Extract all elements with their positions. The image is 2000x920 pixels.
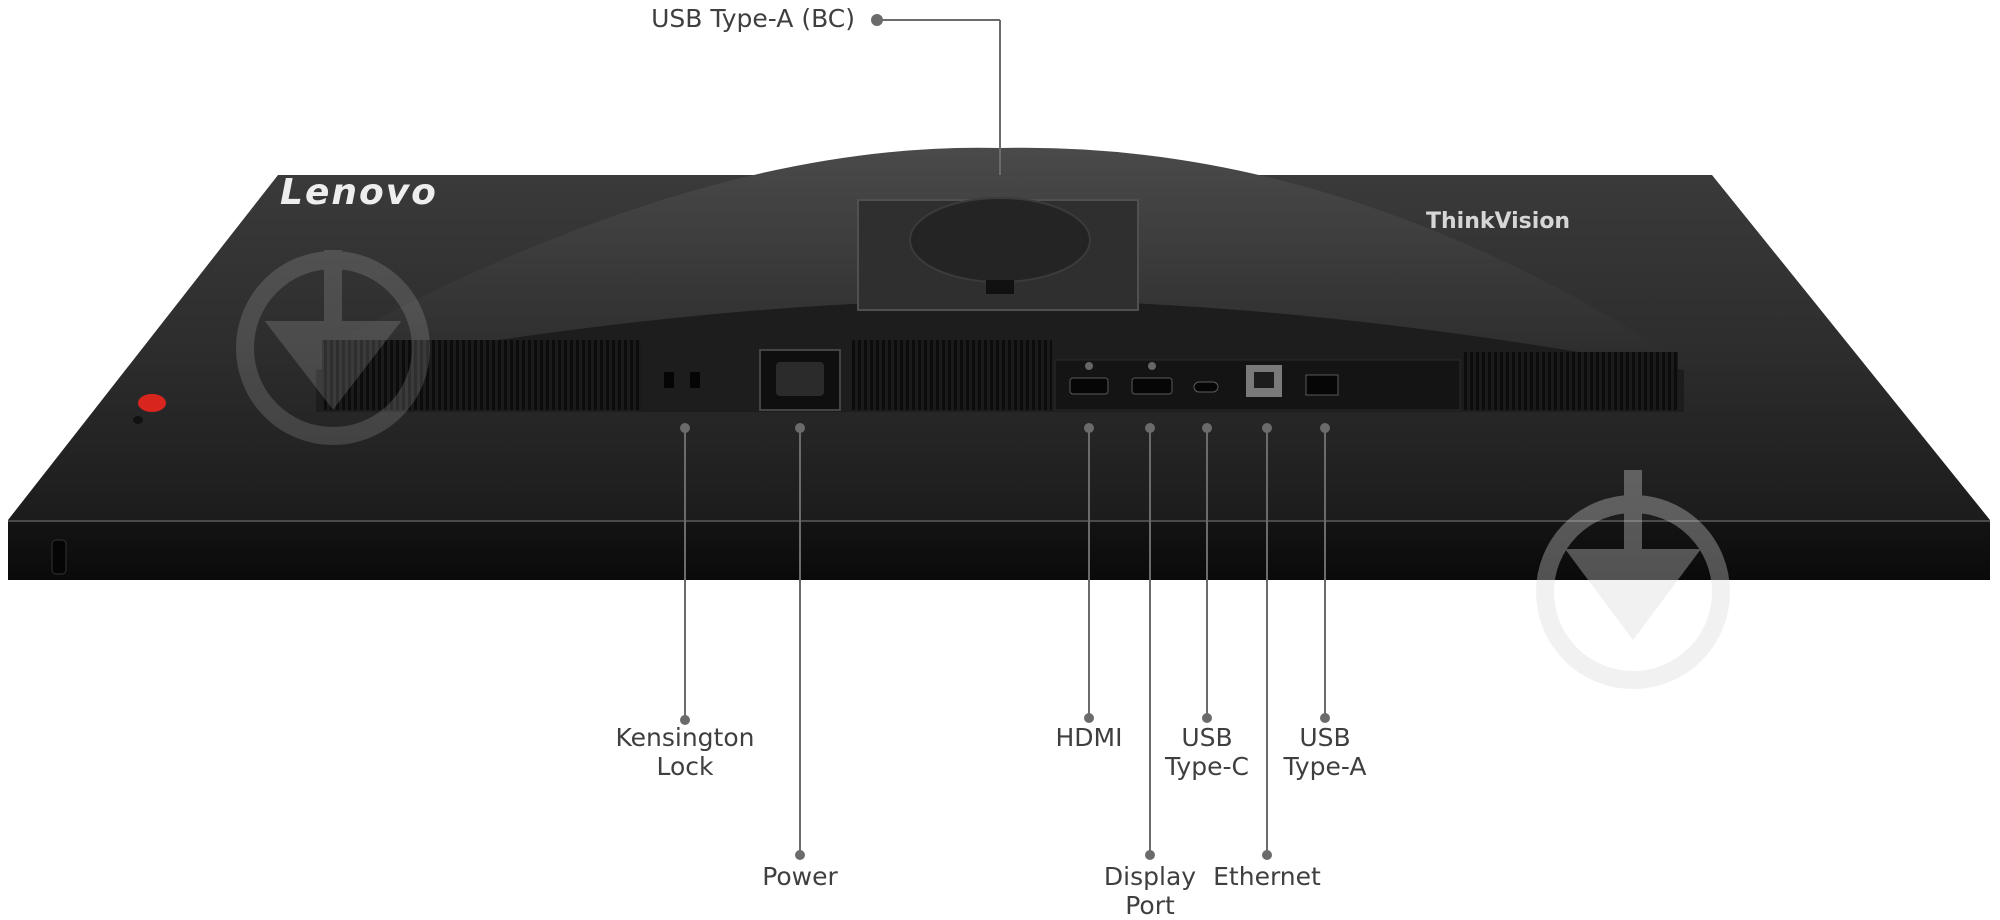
lenovo-logo: Lenovo [280, 172, 438, 213]
callout-usb-type-c: USB Type-C [1152, 723, 1262, 781]
vent-mid [852, 340, 1052, 410]
callout-ethernet: Ethernet [1213, 862, 1321, 891]
callout-power: Power [762, 862, 838, 891]
watermark-arrow-left [236, 250, 430, 445]
callout-usb-type-a-bc: USB Type-A (BC) [651, 4, 855, 33]
callout-kensington-line1: Kensington [615, 723, 755, 752]
watermark-arrow-right [1536, 470, 1730, 689]
thinkvision-logo: ThinkVision [1426, 209, 1570, 234]
vent-right [1462, 352, 1678, 410]
callout-usb-c-line2: Type-C [1165, 752, 1249, 781]
callout-usb-a-line1: USB [1299, 723, 1351, 752]
vent-left [322, 340, 642, 410]
callout-displayport-line2: Port [1125, 891, 1175, 920]
monitor-front-edge [8, 520, 1990, 580]
callout-hdmi: HDMI [1055, 723, 1123, 752]
callout-usb-type-a: USB Type-A [1272, 723, 1378, 781]
leader-lines [680, 14, 1330, 860]
callout-kensington-lock: Kensington Lock [600, 723, 770, 781]
callout-usb-c-line1: USB [1181, 723, 1233, 752]
trackpoint-accent [138, 394, 166, 412]
callout-usb-a-line2: Type-A [1283, 752, 1367, 781]
callout-displayport: Display Port [1090, 862, 1210, 920]
callout-kensington-line2: Lock [656, 752, 714, 781]
callout-displayport-line1: Display [1103, 862, 1197, 891]
